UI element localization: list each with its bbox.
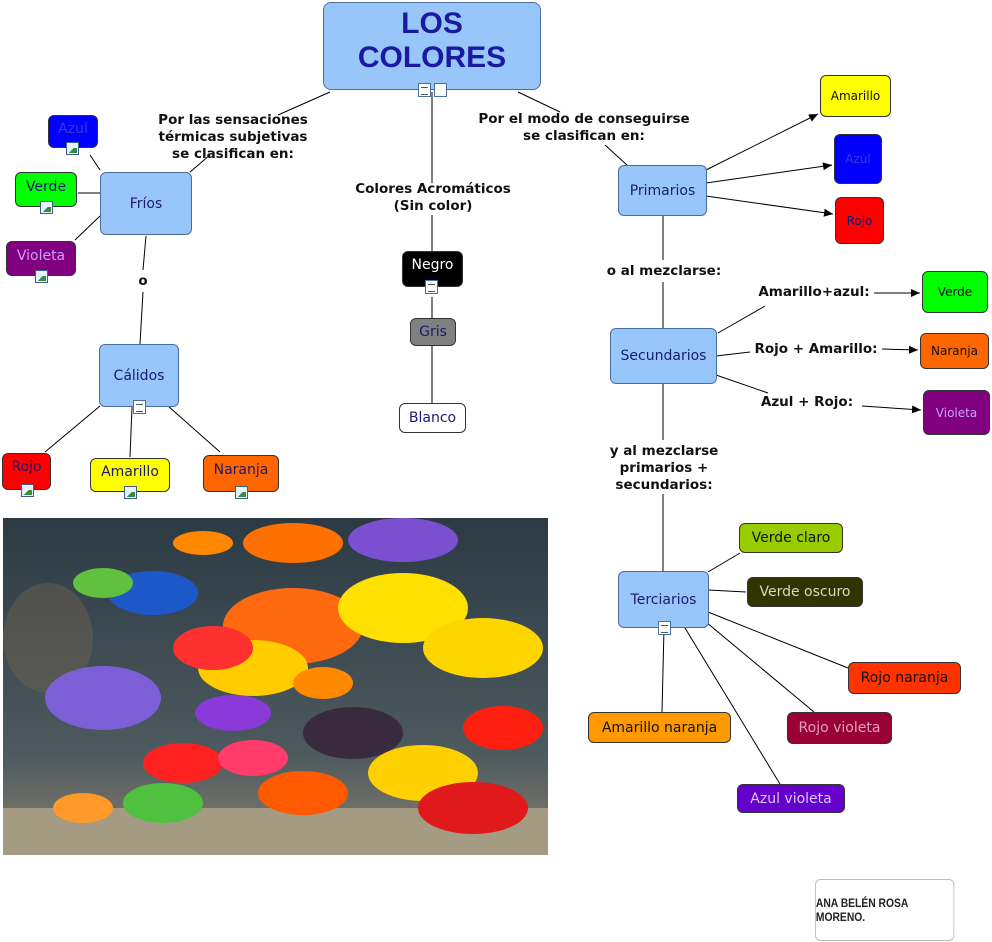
- prim-azul-node[interactable]: Azul: [834, 134, 882, 184]
- prim-amarillo-node[interactable]: Amarillo: [820, 75, 891, 117]
- terciarios-node[interactable]: Terciarios: [618, 571, 709, 635]
- document-icon[interactable]: [133, 400, 146, 414]
- frio-violeta-label: Violeta: [16, 247, 66, 264]
- image-icon[interactable]: [66, 142, 79, 155]
- fish-photo: [3, 518, 548, 855]
- image-icon[interactable]: [35, 270, 48, 283]
- frio-violeta-node[interactable]: Violeta: [6, 241, 76, 283]
- cal-amarillo-node[interactable]: Amarillo: [90, 458, 170, 499]
- label-modo: Por el modo de conseguirse se clasifican…: [478, 111, 690, 144]
- label-acromaticos: Colores Acromáticos (Sin color): [355, 181, 511, 214]
- gris-node[interactable]: Gris: [410, 318, 456, 346]
- ter-amarillo-naranja-node[interactable]: Amarillo naranja: [588, 712, 731, 743]
- cal-naranja-label: Naranja: [213, 461, 269, 478]
- sec-verde-node[interactable]: Verde: [922, 271, 988, 313]
- page-title: LOS COLORES: [357, 7, 507, 74]
- ter-verde-claro-node[interactable]: Verde claro: [739, 523, 843, 553]
- sec-violeta-node[interactable]: Violeta: [923, 390, 990, 435]
- label-sensaciones: Por las sensaciones térmicas subjetivas …: [158, 112, 308, 162]
- calidos-node[interactable]: Cálidos: [99, 344, 179, 414]
- fish-image: [3, 518, 548, 855]
- ter-verde-oscuro-node[interactable]: Verde oscuro: [747, 577, 863, 607]
- cal-naranja-node[interactable]: Naranja: [203, 455, 279, 499]
- calidos-label: Cálidos: [113, 367, 165, 384]
- image-icon[interactable]: [40, 201, 53, 214]
- label-rojo-amarillo: Rojo + Amarillo:: [754, 341, 878, 357]
- cal-rojo-node[interactable]: Rojo: [2, 453, 51, 497]
- negro-node[interactable]: Negro: [402, 251, 463, 294]
- label-mezclarse-terciarios: y al mezclarse primarios + secundarios:: [609, 443, 719, 493]
- blanco-node[interactable]: Blanco: [399, 403, 466, 433]
- document-icon[interactable]: [425, 280, 438, 294]
- prim-rojo-node[interactable]: Rojo: [835, 197, 884, 244]
- ter-azul-violeta-node[interactable]: Azul violeta: [737, 784, 845, 813]
- frio-verde-node[interactable]: Verde: [15, 172, 77, 214]
- terciarios-label: Terciarios: [630, 591, 697, 608]
- concept-map-icon[interactable]: [434, 83, 447, 97]
- image-icon[interactable]: [21, 484, 34, 497]
- cal-amarillo-label: Amarillo: [101, 464, 159, 480]
- author-name: ANA BELÉN ROSA MORENO.: [815, 896, 908, 924]
- label-azul-rojo: Azul + Rojo:: [760, 394, 854, 410]
- label-mezclarse: o al mezclarse:: [606, 263, 722, 279]
- image-icon[interactable]: [124, 486, 137, 499]
- cal-rojo-label: Rojo: [11, 458, 42, 475]
- author-box[interactable]: ANA BELÉN ROSA MORENO.: [815, 879, 955, 941]
- ter-rojo-naranja-node[interactable]: Rojo naranja: [848, 662, 961, 694]
- image-icon[interactable]: [235, 486, 248, 499]
- primarios-node[interactable]: Primarios: [618, 165, 707, 216]
- document-icon[interactable]: [658, 621, 671, 635]
- ter-rojo-violeta-node[interactable]: Rojo violeta: [787, 712, 892, 744]
- negro-label: Negro: [411, 257, 454, 273]
- frios-node[interactable]: Fríos: [100, 172, 192, 235]
- frio-azul-label: Azul: [58, 120, 88, 137]
- title-node[interactable]: LOS COLORES: [323, 2, 541, 97]
- document-icon[interactable]: [418, 83, 431, 97]
- secundarios-node[interactable]: Secundarios: [610, 328, 717, 384]
- frio-verde-label: Verde: [25, 178, 67, 195]
- label-o: o: [138, 273, 148, 289]
- label-amarillo-azul: Amarillo+azul:: [758, 284, 870, 300]
- frio-azul-node[interactable]: Azul: [48, 115, 98, 155]
- sec-naranja-node[interactable]: Naranja: [920, 333, 989, 369]
